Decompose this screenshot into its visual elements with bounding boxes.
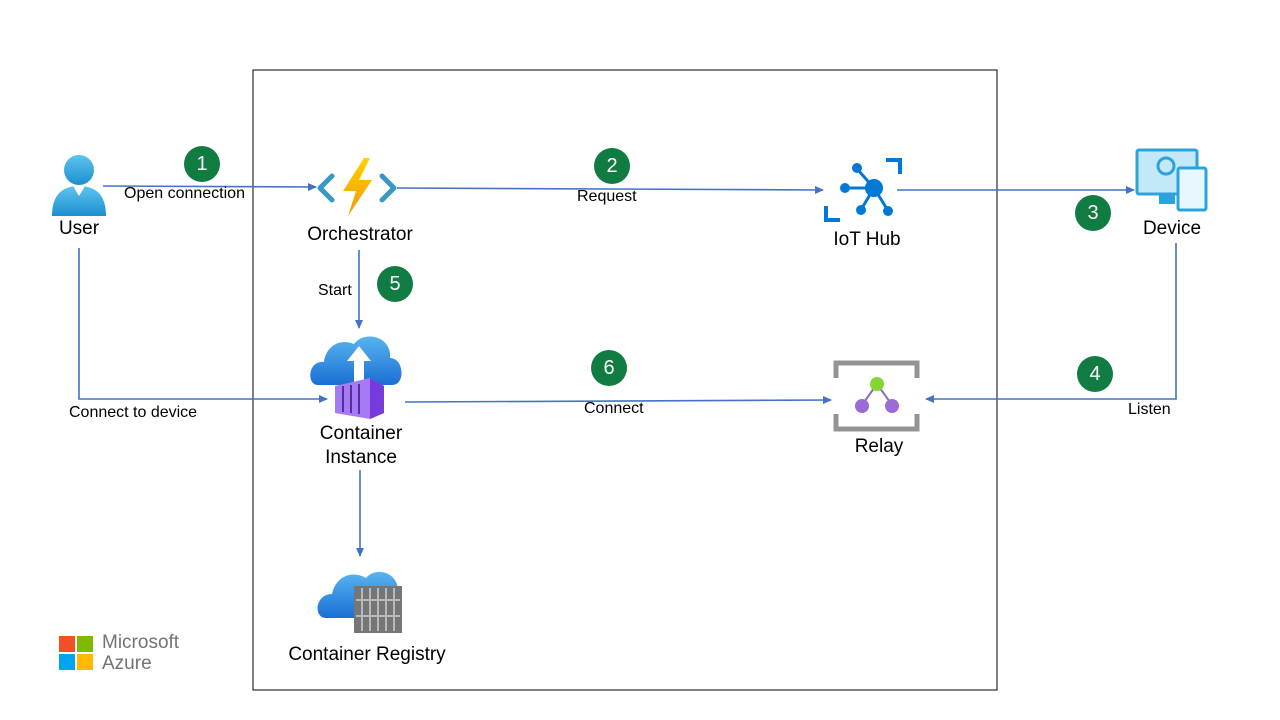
microsoft-azure-wordmark: Microsoft Azure — [102, 632, 179, 674]
step-badge-3: 3 — [1075, 195, 1111, 231]
edge-label-connect-to-device: Connect to device — [69, 404, 198, 421]
relay-icon — [833, 360, 920, 432]
step-badge-2: 2 — [594, 148, 630, 184]
boundary-box — [252, 69, 998, 691]
arrow-connect — [404, 396, 832, 405]
device-icon — [1135, 148, 1208, 212]
device-label: Device — [1142, 218, 1202, 239]
step-badge-6: 6 — [591, 350, 627, 386]
edge-label-open-connection: Open connection — [124, 185, 245, 202]
arrow-request — [396, 185, 824, 194]
container-registry-icon — [317, 571, 402, 633]
step-badge-1: 1 — [184, 146, 220, 182]
edge-label-connect: Connect — [584, 400, 644, 417]
arrow-connect-to-device — [78, 248, 328, 403]
connectors — [78, 182, 1177, 557]
logo-line-microsoft: Microsoft — [102, 632, 180, 653]
step-badge-5: 5 — [377, 266, 413, 302]
edge-label-listen: Listen — [1128, 401, 1171, 418]
container-registry-label: Container Registry — [288, 644, 446, 665]
orchestrator-label: Orchestrator — [307, 224, 413, 245]
user-label: User — [58, 218, 100, 239]
iot-hub-label: IoT Hub — [833, 229, 901, 250]
logo-line-azure: Azure — [102, 653, 152, 674]
arrow-listen — [925, 243, 1177, 403]
container-instance-icon — [310, 336, 402, 419]
container-instance-label-line2: Instance — [325, 447, 397, 468]
iot-hub-icon — [824, 158, 902, 222]
arrow-open-connection — [102, 182, 317, 191]
edge-label-start: Start — [318, 282, 352, 299]
user-icon — [52, 155, 106, 216]
container-instance-label-line1: Container — [319, 423, 403, 444]
edge-label-request: Request — [577, 188, 637, 205]
microsoft-logo-icon — [59, 636, 93, 670]
relay-label: Relay — [854, 436, 904, 457]
step-badge-4: 4 — [1077, 356, 1113, 392]
azure-functions-icon — [317, 158, 397, 216]
